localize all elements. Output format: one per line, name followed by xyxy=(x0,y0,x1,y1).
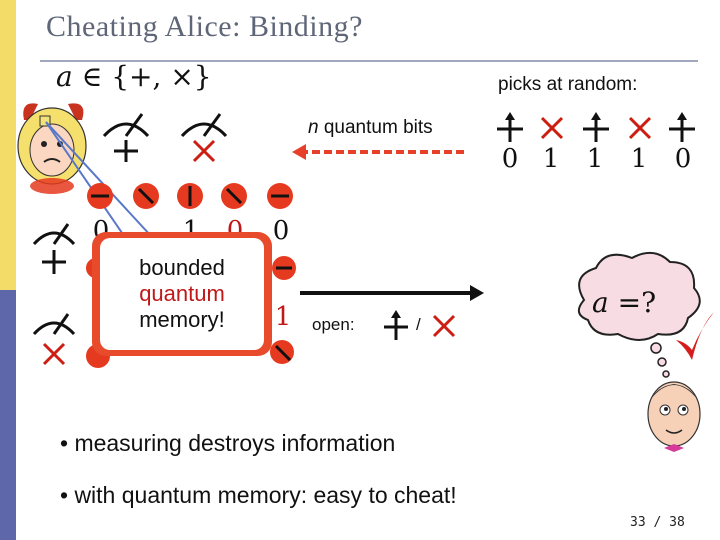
quantum-bits-label: n quantum bits xyxy=(308,117,433,139)
times-basis-icon xyxy=(432,314,456,338)
bob-icon xyxy=(647,381,701,452)
memory-note-body: bounded quantum memory! xyxy=(100,238,264,350)
plus-basis-icon xyxy=(384,310,408,340)
open-label: open: xyxy=(312,315,355,334)
thought-variable: a xyxy=(592,286,609,319)
times-basis-icon xyxy=(540,116,564,140)
times-basis-icon xyxy=(628,116,652,140)
basis-set-formula: a ∈ {+, ×} xyxy=(56,60,212,93)
send-arrow-head xyxy=(292,144,306,160)
picked-bit: 1 xyxy=(630,144,648,174)
bullet-item: • with quantum memory: easy to cheat! xyxy=(60,482,457,508)
alice-icon xyxy=(17,103,87,194)
basis-separator: / xyxy=(416,315,421,334)
measure-times-icon xyxy=(32,313,76,366)
devil-horn-icon xyxy=(68,103,84,120)
quantum-bits-text: quantum bits xyxy=(323,117,433,138)
slide-title: Cheating Alice: Binding? xyxy=(46,10,363,43)
picked-bit: 0 xyxy=(674,144,692,174)
thought-bubble xyxy=(577,251,701,378)
plus-basis-icon xyxy=(497,112,523,142)
n-variable: n xyxy=(308,117,319,138)
checkmark-icon xyxy=(676,312,714,360)
picked-bit: 0 xyxy=(501,144,519,174)
devil-horn-icon xyxy=(23,103,38,120)
picked-bit: 1 xyxy=(542,144,560,174)
alice-bit: 0 xyxy=(272,216,290,246)
sidebar-accent-lower xyxy=(0,290,16,540)
note-line: bounded xyxy=(139,255,225,281)
title-divider xyxy=(40,60,698,62)
qubit-row xyxy=(87,183,293,209)
note-line: quantum xyxy=(139,281,225,307)
measure-times-icon xyxy=(180,113,228,163)
thought-formula: a =? xyxy=(592,286,656,319)
basis-variable: a xyxy=(56,60,73,93)
open-arrow-head xyxy=(470,285,484,301)
bullet-item: • measuring destroys information xyxy=(60,430,396,456)
measure-plus-icon xyxy=(102,113,150,162)
page-number: 33 / 38 xyxy=(630,515,685,530)
picks-label: picks at random: xyxy=(498,74,638,95)
memory-note: bounded quantum memory! xyxy=(92,232,272,356)
picked-bit: 1 xyxy=(586,144,604,174)
thought-rest: =? xyxy=(617,286,657,319)
basis-set: ∈ {+, ×} xyxy=(81,60,212,93)
note-line: memory! xyxy=(139,306,225,332)
measure-plus-icon xyxy=(32,223,76,274)
plus-basis-icon xyxy=(669,112,695,142)
alice-bit: 1 xyxy=(274,302,292,332)
plus-basis-icon xyxy=(583,112,609,142)
